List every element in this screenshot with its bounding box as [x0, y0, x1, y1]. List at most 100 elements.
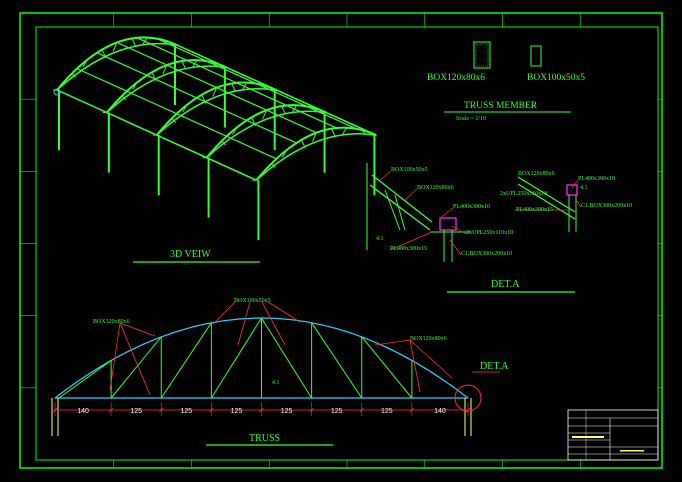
dimension-label: 125	[281, 408, 293, 415]
truss-title: TRUSS	[249, 433, 280, 444]
dimension-tick	[465, 407, 471, 413]
iso-web	[232, 127, 238, 135]
iso-web	[262, 109, 268, 120]
dimension-label: 125	[331, 408, 343, 415]
detail-left-plate-base: PL400x300x15	[390, 246, 427, 252]
detail-right-plate-base: PL400x300x15	[516, 207, 553, 213]
iso-web	[131, 38, 137, 48]
iso-arch-top	[106, 59, 228, 114]
detail-left-box-web: BOX100x50x5	[391, 167, 428, 173]
iso-web	[361, 129, 366, 135]
leader-line	[409, 339, 453, 379]
iso-arch-bottom	[56, 42, 178, 91]
dimension-label: 140	[434, 408, 446, 415]
truss-diagonal	[361, 336, 413, 399]
detail-leader	[575, 199, 582, 208]
truss-label-top-left: BOX120x80x6	[93, 319, 130, 325]
detail-chord-right	[517, 183, 576, 220]
detail-title: DET.A	[491, 279, 520, 290]
section-box120x80x6-inner	[475, 43, 489, 67]
iso-web	[330, 128, 336, 138]
detail-a-callout: DET.A	[480, 361, 509, 372]
iso-eave-beam	[176, 44, 377, 136]
truss-diagonal	[210, 317, 262, 399]
iso-3d-view	[53, 36, 377, 241]
iso-web	[182, 104, 188, 113]
detail-web	[384, 189, 401, 231]
detail-a-drawing	[366, 163, 582, 262]
iso-web	[212, 87, 218, 97]
leader-line	[374, 339, 411, 346]
iso-purlin	[96, 52, 297, 144]
detail-left-box-chord: BOX120x80x6	[417, 185, 454, 191]
dimension-tick	[158, 407, 164, 413]
detail-chord-right	[517, 176, 576, 213]
truss-member-title: TRUSS MEMBER	[464, 101, 538, 111]
dimension-tick	[409, 407, 415, 413]
dimension-tick	[52, 407, 58, 413]
leader-line	[119, 322, 156, 337]
iso-arch-bottom	[106, 65, 227, 114]
dimension-label: 125	[180, 408, 192, 415]
leader-line	[109, 322, 121, 391]
iso-web	[231, 83, 237, 93]
detail-right-box-chord: BOX120x80x6	[518, 171, 555, 177]
detail-leader	[389, 231, 433, 251]
section-label-2: BOX100x50x5	[527, 73, 585, 83]
frame-zone-ticks	[20, 13, 662, 468]
dimension-tick	[309, 407, 314, 413]
truss-mid-mark: 4.1	[272, 380, 280, 386]
detail-left-plate-top: PL400x300x10	[453, 204, 490, 210]
truss-diagonal	[261, 317, 313, 399]
iso-web	[162, 64, 168, 75]
detail-plate-right	[566, 184, 578, 196]
iso-purlin	[76, 68, 277, 160]
section-label-1: BOX120x80x6	[427, 73, 485, 83]
iso-purlin	[156, 38, 357, 130]
dimension-tick	[209, 407, 214, 413]
iso-web	[281, 105, 287, 115]
iso-web	[171, 118, 177, 123]
detail-chord	[371, 174, 433, 223]
detail-leader	[571, 179, 579, 189]
dimension-label: 125	[231, 408, 243, 415]
truss-elevation	[51, 301, 500, 436]
detail-left-column: C1.BOX300x200x10	[461, 251, 512, 257]
iso-web	[132, 82, 138, 90]
iso-support-marker	[53, 88, 61, 96]
detail-leader	[451, 225, 467, 235]
outer-frame	[19, 12, 663, 469]
iso-web	[271, 163, 276, 168]
leader-line	[261, 301, 286, 346]
iso-purlin	[116, 41, 317, 134]
dimension-tick	[259, 407, 264, 413]
detail-right-plate-side: 2xUPL250x110x10	[500, 191, 547, 197]
truss-member-scale: Scale = 1/10	[456, 116, 486, 122]
iso-web	[71, 73, 77, 78]
detail-leader	[404, 188, 418, 201]
detail-chord	[369, 184, 431, 231]
title-block	[567, 409, 659, 461]
detail-leader	[439, 207, 454, 219]
leader-line	[409, 339, 421, 393]
iso-purlin	[136, 37, 337, 129]
dimension-tick	[359, 407, 365, 413]
iso-view-title: 3D VEIW	[170, 249, 211, 260]
truss-label-top-mid: BOX100x50x5	[234, 298, 271, 304]
iso-arch-bottom	[156, 87, 277, 136]
truss-label-top-right: BOX120x80x6	[410, 336, 447, 342]
dimension-label: 125	[381, 408, 393, 415]
detail-right-column: C1.BOX300x200x10	[581, 203, 632, 209]
detail-right-mark: 4.1	[580, 185, 588, 191]
truss-diagonal	[58, 360, 112, 399]
iso-web	[121, 95, 127, 101]
truss-diagonal	[110, 336, 162, 399]
leader-line	[267, 301, 301, 323]
iso-arch-bottom	[255, 133, 377, 181]
detail-leader	[449, 239, 462, 256]
detail-plate	[439, 217, 457, 231]
detail-leader	[379, 170, 392, 181]
leader-line	[237, 301, 251, 346]
